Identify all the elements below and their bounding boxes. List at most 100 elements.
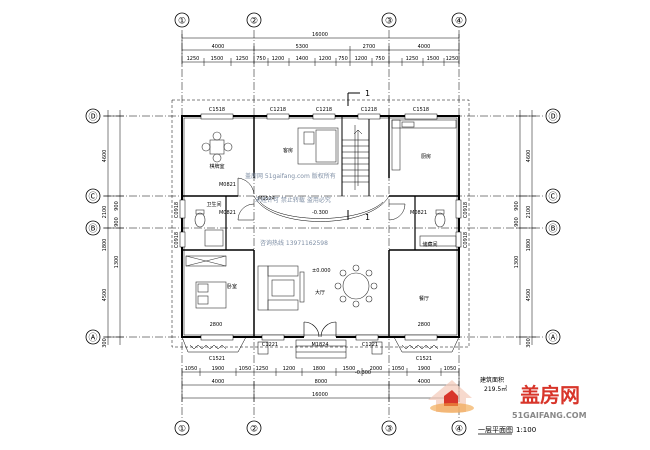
dim-bottom-detail: 1900 <box>212 366 225 372</box>
windows-side: C0918 C0918 C0918 C0918 <box>174 199 469 248</box>
toilet <box>194 209 206 228</box>
window-label: C1218 <box>270 107 286 113</box>
brand-name: 盖房网 <box>520 383 580 407</box>
bed <box>297 127 339 165</box>
door-label: M0821 <box>219 210 236 216</box>
drawing-title-text: 一层平面图 <box>478 426 513 434</box>
dim-top-detail: 1400 <box>296 56 309 62</box>
room-dimension: 2800 <box>210 322 223 328</box>
right-dimensions: 4600 2100 1800 4500 300 900 900 1300 <box>514 110 536 348</box>
stair <box>342 125 369 190</box>
dim-top-detail: 1200 <box>319 56 332 62</box>
dim-top-detail: 1250 <box>187 56 200 62</box>
dim-bottom-main: 8000 <box>315 379 328 385</box>
dim-right: 2100 <box>526 206 532 219</box>
room-label: 厨房 <box>421 153 431 160</box>
dim-bottom-detail: 1200 <box>283 366 296 372</box>
dim-top-detail: 1250 <box>236 56 249 62</box>
windows-top: C1518 C1218 C1218 C1218 C1518 <box>200 107 438 120</box>
door-swing <box>388 203 406 221</box>
dim-total-top: 16000 <box>312 32 328 38</box>
svg-text:Ⓓ: Ⓓ <box>88 112 97 123</box>
roof-outline <box>171 99 470 348</box>
dim-top-detail: 750 <box>375 56 385 62</box>
axis-bubble-right-b: Ⓑ <box>545 220 561 236</box>
axis-bubble-right-d: Ⓓ <box>545 108 561 124</box>
dim-top-detail: 1500 <box>211 56 224 62</box>
dim-top-main: 4000 <box>418 44 431 50</box>
door-swing <box>237 177 255 196</box>
dim-right: 4500 <box>526 289 532 302</box>
room-label: 储藏间 <box>422 241 437 248</box>
axis-bubble-bottom-4: ④ <box>451 420 467 436</box>
elevation-label: -0.300 <box>312 210 328 216</box>
dim-right-inner: 900 <box>514 217 520 227</box>
entry-steps <box>257 339 383 359</box>
axis-bubble-top-1: ① <box>174 12 190 28</box>
window-label: C1521 <box>209 356 225 362</box>
dim-right: 4600 <box>526 150 532 163</box>
axis-bubble-bottom-3: ③ <box>381 420 397 436</box>
svg-text:③: ③ <box>385 17 393 27</box>
windows-bottom: C1521 C1221 M1824 C1221 C1521 <box>200 334 438 362</box>
door-label: M1824 <box>311 342 328 348</box>
window-label: C1221 <box>362 342 378 348</box>
door-swing <box>237 203 255 221</box>
section-mark-label: 1 <box>365 213 370 222</box>
top-dimensions: 16000 4000 5300 2700 4000 1250 1500 1250… <box>181 32 460 66</box>
axis-bubble-left-a: Ⓐ <box>85 329 101 345</box>
svg-text:②: ② <box>250 425 258 435</box>
door-label: M0821 <box>219 182 236 188</box>
dim-bottom-detail: 1800 <box>313 366 326 372</box>
dim-left: 300 <box>102 338 108 348</box>
axis-bubble-left-b: Ⓑ <box>85 220 101 236</box>
room-label: 客房 <box>283 147 293 154</box>
dim-bottom-detail: 1250 <box>256 366 269 372</box>
hall-arch <box>259 201 384 219</box>
drawing-scale: 1:100 <box>516 426 536 434</box>
dim-left: 2100 <box>102 206 108 219</box>
dim-left: 1800 <box>102 239 108 252</box>
axis-bubble-top-3: ③ <box>381 12 397 28</box>
section-mark-label: 1 <box>365 89 370 98</box>
watermark: 盖房网 51gaifang.com 版权所有 未经许可 禁止转载 盗用必究 咨询… <box>245 172 336 247</box>
window-label: C1518 <box>209 107 225 113</box>
dim-left: 4600 <box>102 150 108 163</box>
window-label: C0918 <box>174 202 180 218</box>
svg-text:Ⓐ: Ⓐ <box>88 333 97 344</box>
axis-bubble-left-c: Ⓒ <box>85 188 101 204</box>
bathtub <box>204 229 224 247</box>
dim-top-detail: 1200 <box>355 56 368 62</box>
room-label: 卫生间 <box>206 201 221 208</box>
dim-right-inner: 900 <box>514 201 520 211</box>
dim-left: 4500 <box>102 289 108 302</box>
dim-top-detail: 1250 <box>446 56 459 62</box>
window-label: C0918 <box>463 232 469 248</box>
svg-text:③: ③ <box>385 425 393 435</box>
dim-left-inner: 900 <box>114 217 120 227</box>
exterior-wall <box>181 115 460 338</box>
card-table <box>201 131 233 163</box>
dim-bottom-detail: 2000 <box>370 366 383 372</box>
room-dimension: 2800 <box>418 322 431 328</box>
axis-bubble-left-d: Ⓓ <box>85 108 101 124</box>
svg-text:④: ④ <box>455 425 463 435</box>
wardrobe <box>185 255 227 267</box>
room-label: 卧室 <box>227 283 237 290</box>
axis-bubble-top-4: ④ <box>451 12 467 28</box>
elevation-label: -0.300 <box>355 370 371 376</box>
brand-logo: 盖房网 51GAIFANG.COM <box>428 380 587 420</box>
dim-total-bottom: 16000 <box>312 392 328 398</box>
dim-top-main: 4000 <box>212 44 225 50</box>
dim-bottom-main: 4000 <box>418 379 431 385</box>
area-label: 建筑面积 <box>480 376 504 384</box>
dim-bottom-detail: 1050 <box>239 366 252 372</box>
dim-bottom-detail: 1050 <box>392 366 405 372</box>
axis-bubble-bottom-2: ② <box>246 420 262 436</box>
dim-top-detail: 1200 <box>272 56 285 62</box>
window-label: C1218 <box>361 107 377 113</box>
drawing-title: 一层平面图 1:100 <box>478 426 536 435</box>
dim-right-inner: 1300 <box>514 256 520 269</box>
room-label: 餐厅 <box>419 295 429 302</box>
